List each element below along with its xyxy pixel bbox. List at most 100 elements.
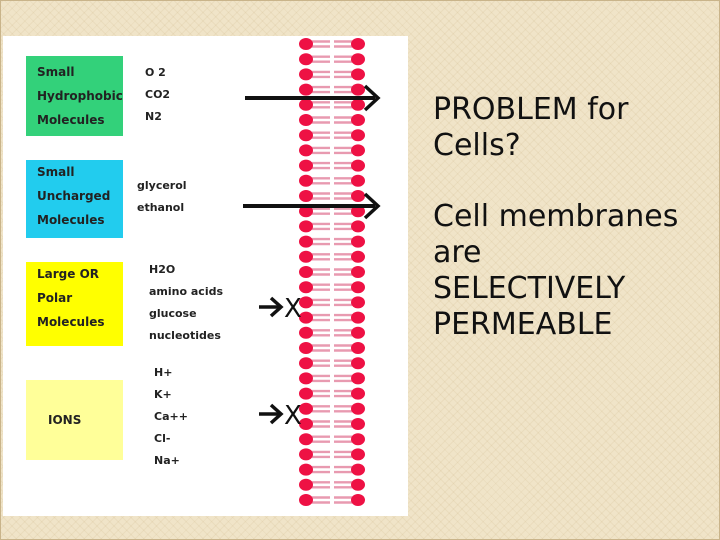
lipid-head — [351, 68, 365, 81]
slide-heading-line: Cells? — [433, 128, 521, 163]
molecule-label: ethanol — [137, 201, 185, 214]
lipid-head — [299, 357, 313, 370]
lipid-head — [351, 174, 365, 187]
lipid-head — [351, 235, 365, 248]
lipid-head — [299, 250, 313, 263]
phospholipid-bilayer — [299, 38, 365, 506]
lipid-head — [299, 494, 313, 506]
lipid-head — [351, 296, 365, 309]
lipid-head — [299, 174, 313, 187]
lipid-head — [299, 98, 313, 111]
lipid-head — [351, 38, 365, 50]
lipid-head — [299, 205, 313, 218]
molecule-list-ions: H+ K+ Ca++ Cl- Na+ — [154, 362, 188, 472]
category-label-line: Large OR — [37, 267, 100, 281]
lipid-head — [351, 159, 365, 172]
lipid-head — [351, 205, 365, 218]
lipid-head — [299, 402, 313, 415]
category-box-large-polar: Large OR Polar Molecules — [26, 262, 123, 346]
molecule-label: CO2 — [145, 88, 171, 101]
blocked-x-mark: X — [284, 401, 302, 431]
lipid-head — [351, 418, 365, 430]
arrow-crossing-hydrophobic — [245, 84, 381, 112]
category-box-small-uncharged: Small Uncharged Molecules — [26, 160, 123, 238]
lipid-head — [299, 190, 313, 202]
molecule-label: Cl- — [154, 432, 171, 445]
lipid-head — [299, 478, 313, 491]
lipid-head — [351, 220, 365, 233]
slide-body-line: PERMEABLE — [433, 307, 613, 342]
lipid-head — [299, 38, 313, 50]
lipid-head — [299, 418, 313, 430]
molecule-label: O 2 — [145, 66, 166, 79]
lipid-head — [299, 220, 313, 233]
lipid-head — [351, 281, 365, 294]
slide-body-line: Cell membranes — [433, 199, 679, 234]
category-label-line: Uncharged — [37, 189, 111, 203]
molecule-label: nucleotides — [149, 329, 221, 342]
lipid-head — [299, 296, 313, 309]
molecule-list-hydrophobic: O 2 CO2 N2 — [145, 62, 170, 128]
lipid-head — [299, 342, 313, 354]
lipid-head — [351, 402, 365, 415]
lipid-head — [299, 83, 313, 96]
slide-heading-line: PROBLEM for — [433, 92, 629, 127]
category-label-line: Hydrophobic — [37, 89, 123, 103]
lipid-head — [299, 311, 313, 324]
molecule-label: glycerol — [137, 179, 187, 192]
lipid-head — [351, 98, 365, 111]
lipid-head — [351, 190, 365, 202]
molecule-label: Ca++ — [154, 410, 188, 423]
lipid-head — [299, 266, 313, 278]
category-label-line: Small — [37, 165, 75, 179]
arrow-crossing-uncharged — [243, 192, 381, 220]
lipid-head — [351, 114, 365, 126]
lipid-head — [299, 53, 313, 66]
lipid-head — [299, 129, 313, 142]
lipid-head — [351, 144, 365, 157]
molecule-label: N2 — [145, 110, 162, 123]
lipid-head — [351, 53, 365, 66]
molecule-label: amino acids — [149, 285, 224, 298]
lipid-head — [299, 159, 313, 172]
lipid-head — [351, 83, 365, 96]
membrane-diagram: X X — [243, 38, 381, 506]
lipid-head — [351, 433, 365, 446]
lipid-head — [299, 114, 313, 126]
lipid-head — [351, 129, 365, 142]
lipid-head — [299, 448, 313, 461]
lipid-head — [351, 494, 365, 506]
lipid-head — [351, 478, 365, 491]
arrow-blocked-large-polar: X — [259, 294, 302, 324]
lipid-head — [351, 266, 365, 278]
molecule-label: Na+ — [154, 454, 180, 467]
category-box-small-hydrophobic: Small Hydrophobic Molecules — [26, 56, 123, 136]
category-label-line: Molecules — [37, 315, 105, 329]
lipid-head — [299, 433, 313, 446]
slide-body-line: are — [433, 235, 482, 270]
molecule-list-uncharged: glycerol ethanol — [137, 175, 187, 219]
category-label-line: Small — [37, 65, 75, 79]
lipid-head — [351, 372, 365, 385]
lipid-head — [299, 372, 313, 385]
membrane-permeability-figure: Small Hydrophobic Molecules Small Unchar… — [3, 36, 408, 516]
lipid-head — [351, 326, 365, 339]
arrow-blocked-ions: X — [259, 401, 302, 431]
category-label-line: Molecules — [37, 113, 105, 127]
lipid-head — [299, 281, 313, 294]
lipid-head — [299, 144, 313, 157]
molecule-label: glucose — [149, 307, 197, 320]
category-label-line: IONS — [48, 413, 82, 427]
category-label-line: Polar — [37, 291, 73, 305]
molecule-label: K+ — [154, 388, 172, 401]
lipid-head — [351, 342, 365, 354]
lipid-head — [351, 357, 365, 370]
lipid-head — [351, 463, 365, 476]
category-box-ions: IONS — [26, 380, 123, 460]
molecule-label: H2O — [149, 263, 176, 276]
lipid-head — [351, 448, 365, 461]
lipid-head — [299, 463, 313, 476]
lipid-head — [299, 235, 313, 248]
slide-body-line: SELECTIVELY — [433, 271, 626, 306]
category-label-line: Molecules — [37, 213, 105, 227]
